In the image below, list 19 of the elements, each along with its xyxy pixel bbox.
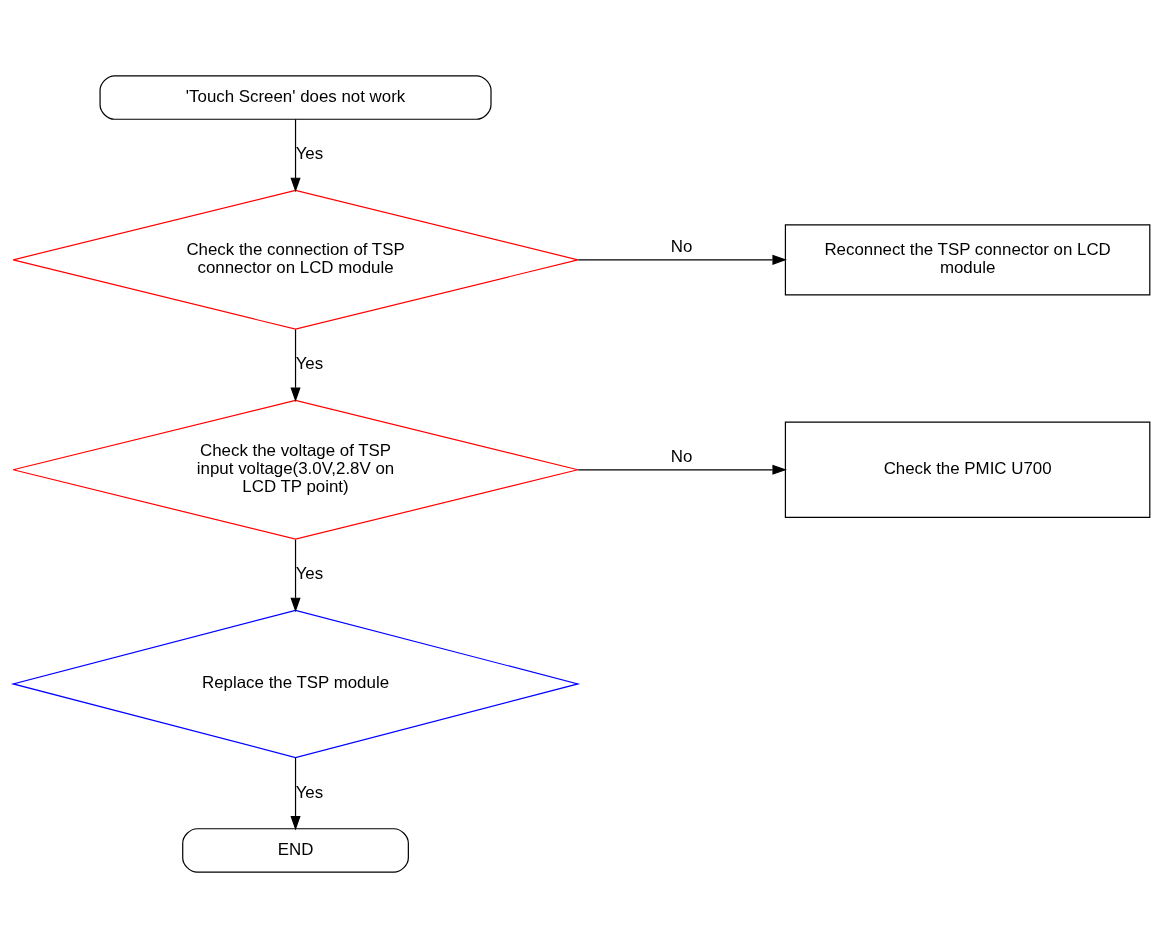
arrow [290, 757, 301, 831]
node-diamond: Check the connection of TSP connector on LCD module [12, 189, 579, 330]
arrow [290, 328, 301, 402]
node-box: END [182, 828, 409, 873]
node-diamond: Replace the TSP module [10, 609, 581, 759]
arrow [290, 118, 301, 193]
edge-label: Yes [295, 144, 324, 164]
arrow [577, 464, 787, 475]
node-diamond: Check the voltage of TSP input voltage(3.0V,2.8V on LCD TP point) [12, 399, 579, 540]
edge-label: Yes [295, 564, 324, 584]
node-box: 'Touch Screen' does not work [99, 75, 492, 120]
edge-label: No [670, 446, 693, 466]
edge-label: Yes [295, 354, 324, 374]
arrow [577, 254, 787, 265]
node-box: Check the PMIC U700 [784, 421, 1151, 519]
node-box: Reconnect the TSP connector on LCD module [784, 224, 1151, 296]
arrow [290, 539, 301, 613]
edge-label: Yes [295, 782, 324, 802]
edge-label: No [670, 236, 693, 256]
